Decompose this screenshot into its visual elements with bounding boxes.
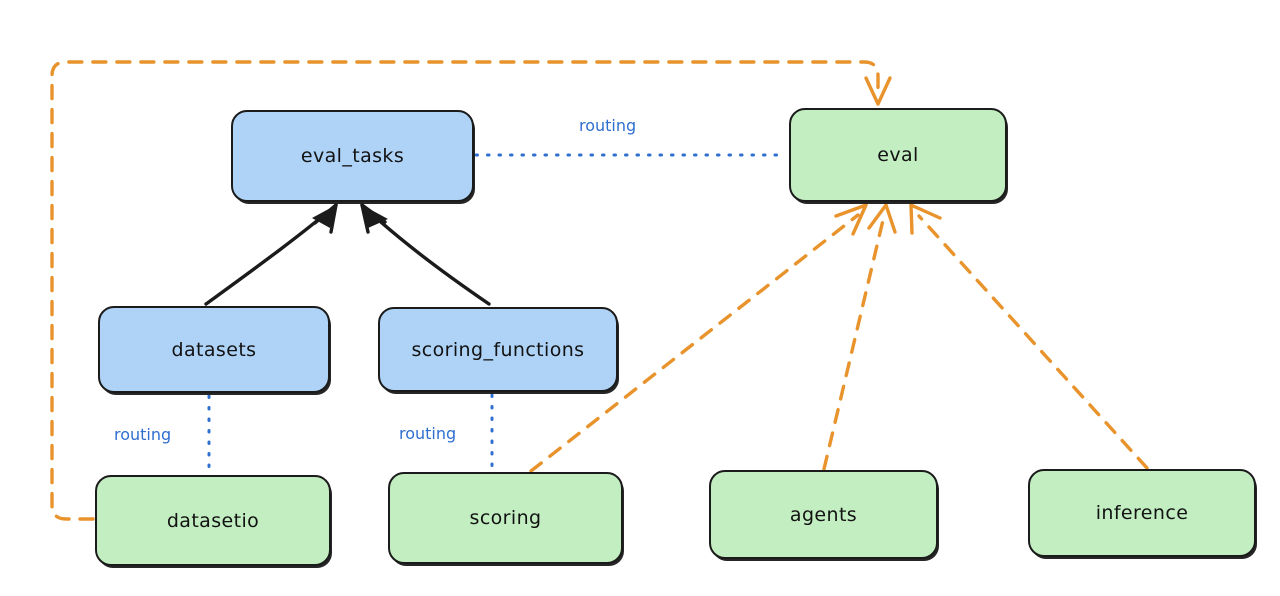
edge-inference-to-eval (909, 203, 1149, 470)
node-label-eval: eval (877, 144, 919, 166)
node-label-datasetio: datasetio (166, 509, 260, 532)
edge-label-routing-datasets: routing (114, 425, 172, 444)
edge-datasets-to-eval_tasks (204, 203, 338, 306)
node-label-inference: inference (1095, 502, 1189, 524)
node-label-eval_tasks: eval_tasks (300, 145, 405, 167)
node-label-scoring: scoring (469, 507, 542, 529)
node-label-agents: agents (789, 503, 858, 526)
node-scoring[interactable]: scoring (388, 472, 623, 564)
node-datasetio[interactable]: datasetio (95, 475, 331, 566)
node-eval_tasks[interactable]: eval_tasks (231, 110, 474, 202)
node-scoring_functions[interactable]: scoring_functions (378, 307, 618, 392)
node-inference[interactable]: inference (1028, 469, 1256, 557)
node-datasets[interactable]: datasets (98, 306, 330, 393)
edge-label-routing-eval: routing (579, 116, 637, 135)
node-label-scoring_functions: scoring_functions (411, 338, 585, 361)
node-eval[interactable]: eval (789, 108, 1007, 202)
edge-label-routing-scoring: routing (399, 424, 457, 443)
edge-scoring_functions-to-eval_tasks (360, 203, 491, 306)
edge-agents-to-eval (822, 203, 897, 471)
node-label-datasets: datasets (171, 338, 257, 361)
node-agents[interactable]: agents (709, 470, 938, 559)
